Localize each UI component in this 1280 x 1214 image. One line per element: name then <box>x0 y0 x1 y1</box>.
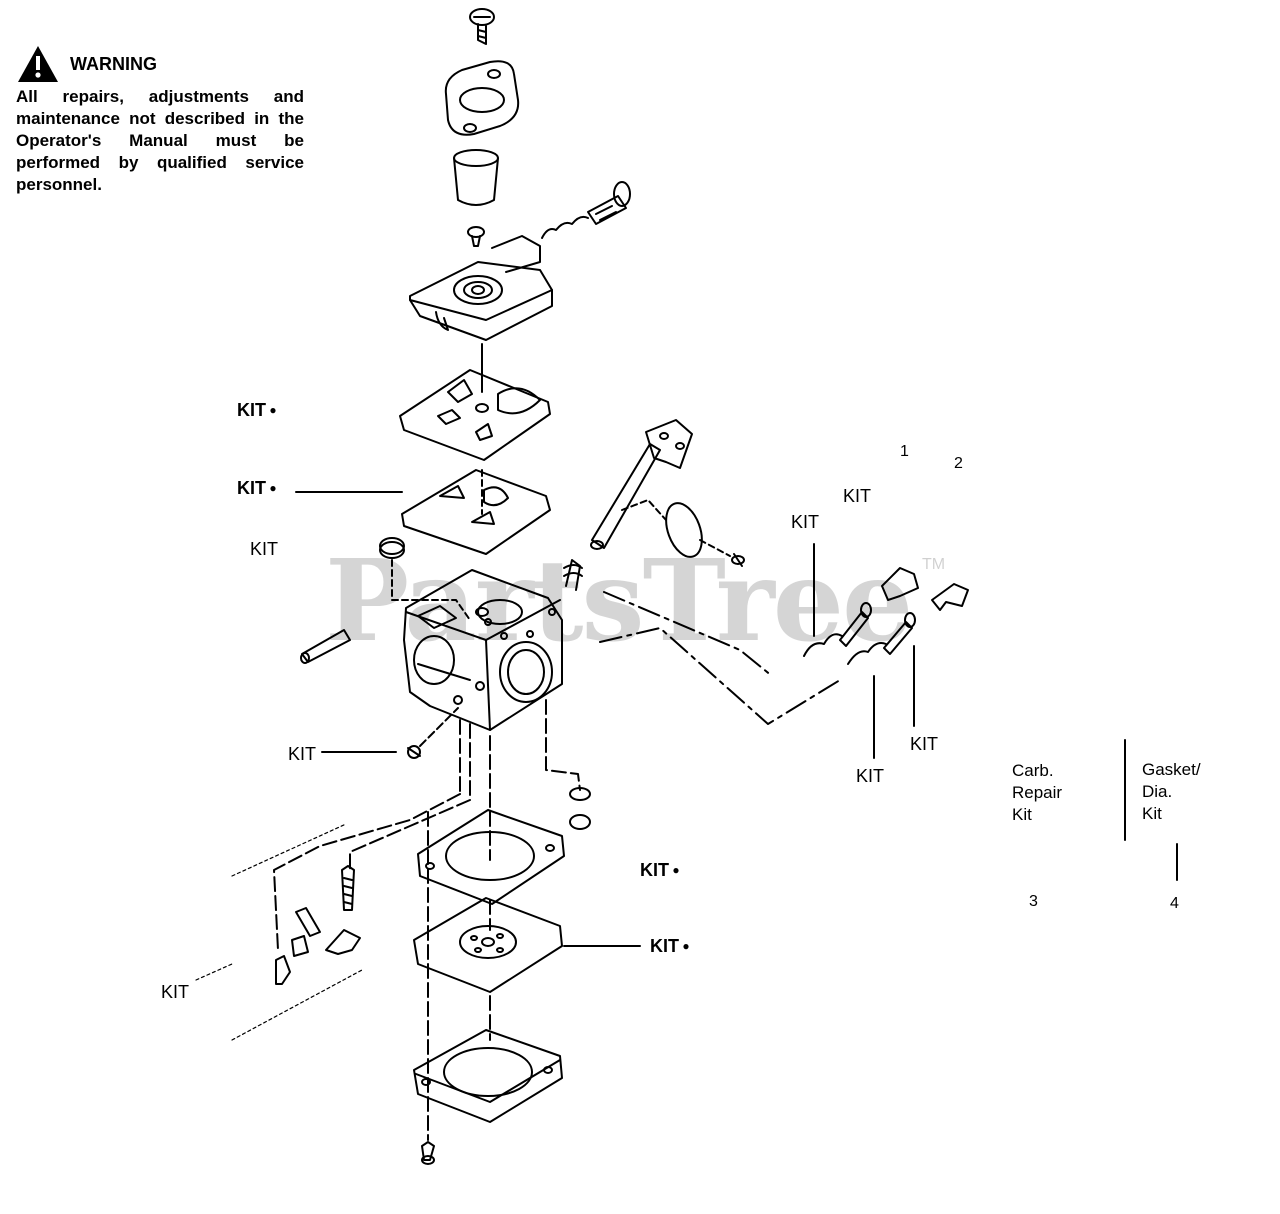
fuel-pump-cover-gasket <box>444 60 520 136</box>
kit-label-metering-gasket: KIT <box>640 860 680 881</box>
bottom-screw <box>421 1141 435 1165</box>
inlet-screen <box>379 537 471 621</box>
kit-label-right-c: KIT <box>910 734 939 754</box>
legend-gasket-dia-kit: Gasket/ Dia. Kit <box>1142 760 1201 823</box>
throttle-plate <box>665 502 745 567</box>
throttle-shaft-assembly <box>590 419 693 550</box>
kit-label-inlet-needle: KIT <box>161 982 190 1002</box>
throttle-shaft-pin <box>300 629 351 664</box>
lever-spring <box>563 559 583 591</box>
metering-diaphragm <box>413 897 563 993</box>
pump-cover <box>409 235 553 341</box>
inlet-needle-parts <box>275 865 361 985</box>
kit-label-welch-plug: KIT <box>288 744 317 764</box>
leader-lower-b <box>231 969 363 1041</box>
kit-label-right-b: KIT <box>791 512 820 532</box>
leader-needle-2 <box>599 627 841 725</box>
fuel-filter-disc <box>569 787 591 830</box>
top-screw <box>469 8 495 45</box>
kit-label-metering-diaphragm: KIT <box>650 936 690 957</box>
leader-kit-lower-left <box>195 963 233 981</box>
small-screw <box>467 226 485 247</box>
kit-label-pump-gasket: KIT <box>237 400 277 421</box>
kit-label-inlet-screen: KIT <box>250 539 279 559</box>
metering-cover <box>413 1029 563 1123</box>
leader-inlet-spring <box>349 799 471 871</box>
leader-lower-a <box>231 823 347 877</box>
ref-number-2: 2 <box>954 455 963 472</box>
mixture-needles <box>803 567 969 665</box>
kit-label-right-a: KIT <box>843 486 872 506</box>
leader-inlet-lever <box>273 793 461 951</box>
welch-plug <box>407 707 459 759</box>
warning-triangle-icon <box>18 46 58 82</box>
watermark-trademark: TM <box>922 556 946 573</box>
ref-number-1: 1 <box>900 443 909 460</box>
kit-label-pump-diaphragm: KIT <box>237 478 277 499</box>
pump-gasket <box>399 369 551 461</box>
warning-box: WARNING All repairs, adjustments and mai… <box>16 42 304 196</box>
pump-diaphragm <box>401 469 551 555</box>
warning-text: All repairs, adjustments and maintenance… <box>16 87 304 194</box>
warning-title: WARNING <box>70 53 157 74</box>
kit-label-right-d: KIT <box>856 766 885 786</box>
ref-number-3: 3 <box>1029 893 1038 910</box>
ref-number-4: 4 <box>1170 895 1179 912</box>
leader-needle-1 <box>603 591 773 677</box>
legend-carb-repair-kit: Carb. Repair Kit <box>1012 761 1063 824</box>
primer-bulb <box>453 149 499 206</box>
metering-gasket <box>417 809 565 905</box>
idle-screw-spring <box>541 181 631 239</box>
watermark: PartsTree <box>325 536 913 667</box>
assembly-centerlines <box>427 699 581 1141</box>
carburetor-body <box>403 569 563 731</box>
